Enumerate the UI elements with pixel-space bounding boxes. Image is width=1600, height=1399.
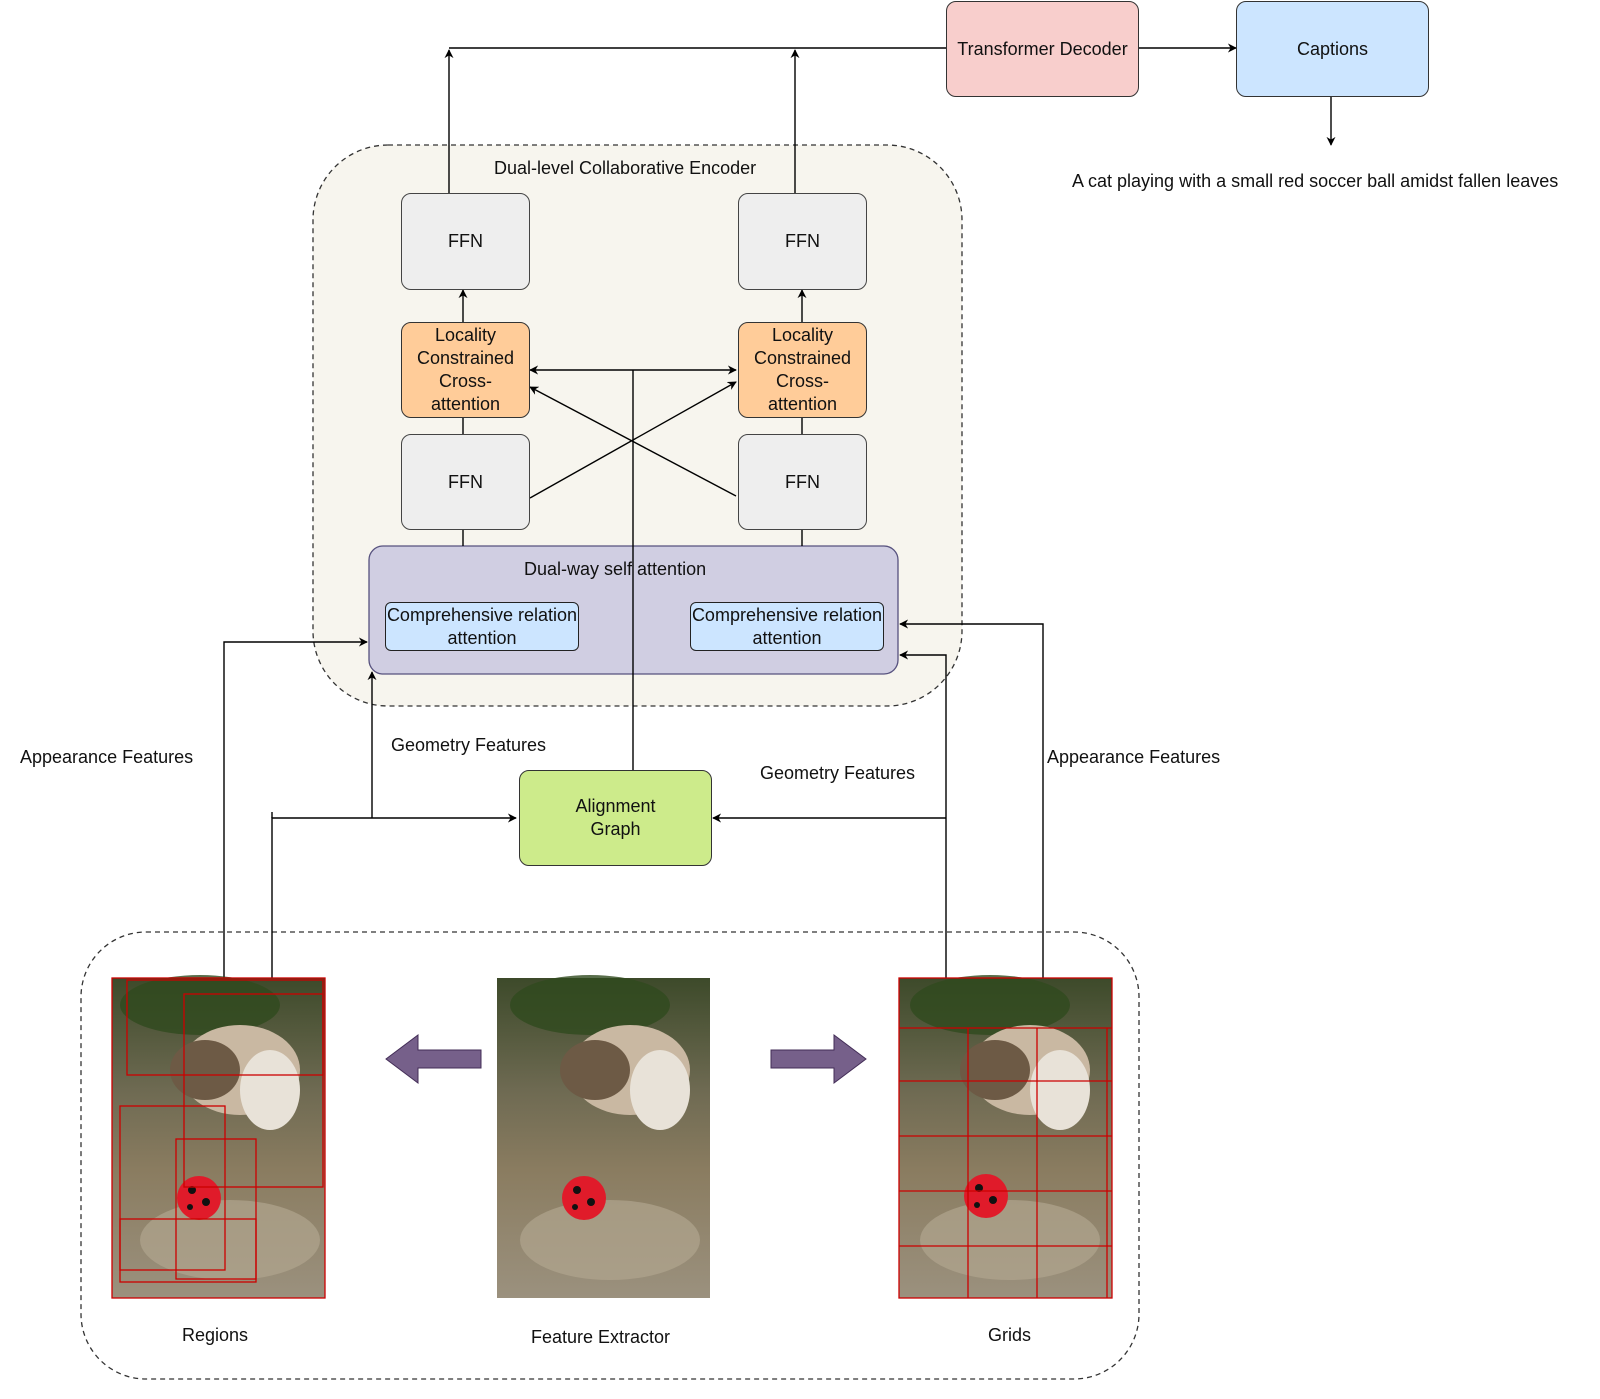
grids-image bbox=[898, 975, 1113, 1299]
caption-text: A cat playing with a small red soccer ba… bbox=[1072, 171, 1559, 191]
cra-label: Comprehensive relation attention bbox=[691, 604, 883, 648]
transformer-decoder-label: Transformer Decoder bbox=[957, 38, 1128, 59]
locality-cross-attention-right: Locality Constrained Cross-attention bbox=[738, 322, 867, 418]
transformer-decoder-box: Transformer Decoder bbox=[946, 1, 1139, 97]
ffn-top-left: FFN bbox=[401, 193, 530, 290]
ffn-label: FFN bbox=[448, 471, 483, 492]
lcc-label: Locality Constrained Cross-attention bbox=[753, 325, 852, 414]
ffn-label: FFN bbox=[785, 471, 820, 492]
regions-image bbox=[111, 975, 326, 1299]
fat-arrow-right bbox=[770, 1034, 867, 1084]
regions-label: Regions bbox=[182, 1325, 249, 1345]
arrow-grids-appearance bbox=[899, 619, 1044, 978]
lcc-label: Locality Constrained Cross-attention bbox=[416, 325, 515, 414]
feature-extractor-label: Feature Extractor bbox=[531, 1327, 671, 1347]
comprehensive-relation-attention-left: Comprehensive relation attention bbox=[385, 602, 579, 651]
appearance-features-right: Appearance Features bbox=[1047, 747, 1221, 767]
arrow-grids-geometry bbox=[899, 650, 947, 978]
ffn-label: FFN bbox=[785, 231, 820, 251]
cra-label: Comprehensive relation attention bbox=[386, 604, 578, 648]
ffn-mid-left: FFN bbox=[401, 434, 530, 530]
geometry-features-right: Geometry Features bbox=[760, 763, 916, 783]
locality-cross-attention-left: Locality Constrained Cross-attention bbox=[401, 322, 530, 418]
regions-geometry-line bbox=[271, 813, 517, 978]
appearance-features-left: Appearance Features bbox=[20, 747, 194, 767]
dual-way-title: Dual-way self attention bbox=[524, 559, 707, 579]
captions-label: Captions bbox=[1296, 38, 1369, 59]
alignment-graph-label: Alignment Graph bbox=[575, 796, 656, 839]
grids-label: Grids bbox=[988, 1325, 1032, 1345]
captions-box: Captions bbox=[1236, 1, 1429, 97]
ffn-top-right: FFN bbox=[738, 193, 867, 290]
feature-extractor-image bbox=[497, 975, 710, 1298]
feature-extractor-container bbox=[80, 931, 1140, 1380]
encoder-title: Dual-level Collaborative Encoder bbox=[494, 158, 757, 178]
fat-arrow-left bbox=[385, 1034, 482, 1084]
ffn-mid-right: FFN bbox=[738, 434, 867, 530]
alignment-graph-box: Alignment Graph bbox=[519, 770, 712, 866]
geometry-features-left: Geometry Features bbox=[391, 735, 547, 755]
arrow-regions-appearance bbox=[223, 637, 368, 978]
ffn-label: FFN bbox=[448, 231, 483, 251]
comprehensive-relation-attention-right: Comprehensive relation attention bbox=[690, 602, 884, 651]
